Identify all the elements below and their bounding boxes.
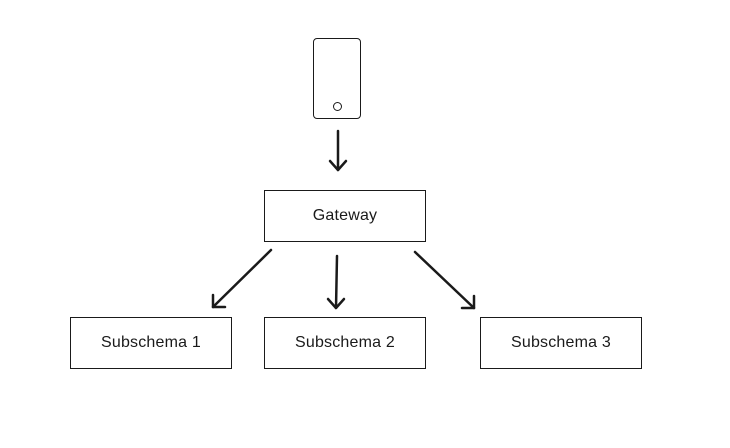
arrow-gateway-to-subschema-1	[211, 248, 273, 309]
gateway-label: Gateway	[312, 207, 378, 224]
subschema-3-node: Subschema 3	[480, 317, 642, 369]
arrow-client-to-gateway	[328, 129, 348, 172]
subschema-1-label: Subschema 1	[100, 334, 202, 351]
subschema-2-node: Subschema 2	[264, 317, 426, 369]
mobile-phone-icon	[313, 38, 361, 119]
gateway-node: Gateway	[264, 190, 426, 242]
arrow-gateway-to-subschema-3	[413, 250, 476, 310]
subschema-2-label: Subschema 2	[294, 334, 396, 351]
phone-home-button-icon	[333, 102, 342, 111]
arrow-gateway-to-subschema-2	[326, 254, 346, 310]
subschema-3-label: Subschema 3	[510, 334, 612, 351]
subschema-1-node: Subschema 1	[70, 317, 232, 369]
